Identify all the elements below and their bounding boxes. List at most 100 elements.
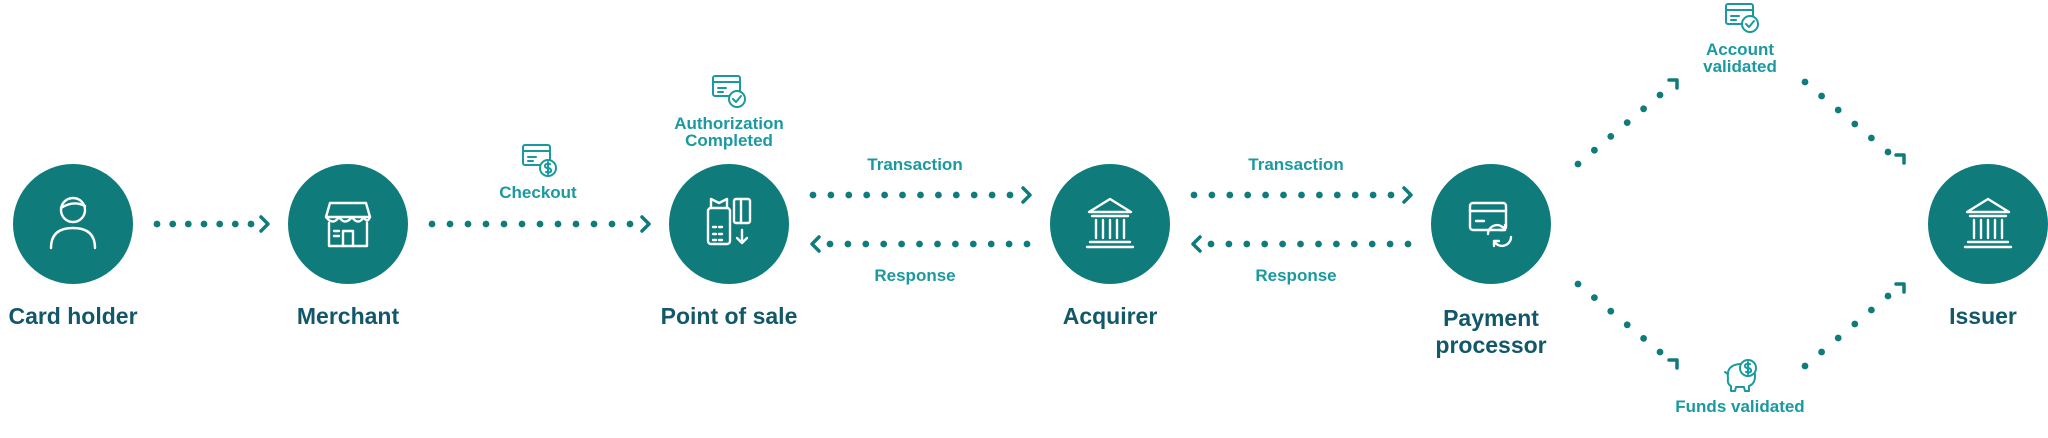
connector-dot bbox=[1801, 362, 1809, 370]
connector-dot bbox=[952, 240, 959, 248]
connector-dot bbox=[464, 220, 472, 228]
card-dollar-icon bbox=[522, 144, 557, 177]
connector-dot bbox=[1262, 191, 1269, 199]
connector-dot bbox=[970, 191, 978, 199]
card-holder-node bbox=[13, 164, 133, 284]
connector-dot bbox=[1369, 191, 1377, 199]
point-of-sale-label: Point of sale bbox=[660, 303, 798, 329]
arrow-head-right bbox=[1021, 186, 1032, 204]
connector-dot bbox=[863, 191, 871, 199]
connector-dot bbox=[1387, 191, 1395, 199]
connector-dot bbox=[969, 240, 977, 248]
connector-dot bbox=[862, 240, 870, 248]
connector-dot bbox=[216, 220, 224, 228]
connector-dot bbox=[153, 220, 161, 228]
arrow-head-right bbox=[640, 215, 651, 233]
arrow-head-left bbox=[1191, 235, 1202, 253]
connector-dot bbox=[1607, 133, 1615, 140]
connector-dot bbox=[1574, 160, 1582, 168]
connector-dot bbox=[1279, 240, 1286, 248]
connector-dot bbox=[608, 220, 616, 228]
transaction-label: Transaction bbox=[867, 155, 963, 174]
connector-dot bbox=[1656, 348, 1664, 356]
card-check-icon bbox=[712, 75, 746, 108]
connector-dot bbox=[881, 191, 888, 199]
dotted-connectors bbox=[153, 78, 1892, 370]
arrow-heads bbox=[259, 78, 1906, 370]
connector-dot bbox=[1656, 91, 1664, 99]
arrow-head-corner bbox=[1894, 282, 1906, 294]
connector-dot bbox=[1884, 292, 1892, 300]
authorization-label-line-1: Authorization bbox=[674, 114, 784, 133]
connector-dot bbox=[880, 240, 888, 248]
connector-dot bbox=[446, 220, 454, 228]
connector-dot bbox=[1207, 240, 1215, 248]
merchant-label: Merchant bbox=[296, 303, 400, 329]
arrow-head-corner bbox=[1667, 358, 1679, 370]
connector-dot bbox=[845, 191, 853, 199]
connector-dot bbox=[809, 191, 817, 199]
connector-dot bbox=[518, 220, 526, 228]
person-icon bbox=[49, 196, 97, 250]
arrow-head-right bbox=[1402, 186, 1413, 204]
connector-dot bbox=[536, 220, 544, 228]
connector-dot bbox=[1834, 334, 1842, 342]
connector-dot bbox=[590, 220, 598, 228]
connector-dot bbox=[1851, 320, 1859, 328]
connector-dot bbox=[1574, 280, 1582, 288]
connector-dot bbox=[1280, 191, 1287, 199]
authorization-label-line-2: Completed bbox=[685, 131, 773, 150]
connector-dot bbox=[231, 220, 239, 228]
connector-dot bbox=[1868, 306, 1875, 314]
connector-dot bbox=[916, 240, 923, 248]
connector-dot bbox=[1404, 240, 1412, 248]
connector-dot bbox=[626, 220, 634, 228]
connector-dot bbox=[554, 220, 562, 228]
arrow-head-corner bbox=[1667, 78, 1679, 90]
connector-dot bbox=[1350, 240, 1358, 248]
acquirer-label: Acquirer bbox=[1062, 303, 1158, 329]
connector-dot bbox=[1351, 191, 1359, 199]
bank-icon bbox=[1963, 197, 2013, 249]
connector-dot bbox=[1244, 191, 1252, 199]
connector-dot bbox=[1190, 191, 1198, 199]
card-check-icon bbox=[1725, 3, 1759, 33]
merchant-node bbox=[288, 164, 408, 284]
connector-dot bbox=[844, 240, 852, 248]
pos-terminal-icon bbox=[706, 197, 752, 246]
connector-dot bbox=[1333, 240, 1340, 248]
connector-dot bbox=[1623, 119, 1631, 126]
connector-dot bbox=[1818, 348, 1825, 356]
checkout-label: Checkout bbox=[499, 183, 577, 202]
arrow-head-right bbox=[259, 215, 270, 233]
connector-dot bbox=[1005, 240, 1013, 248]
bank-icon bbox=[1085, 197, 1135, 249]
connector-dot bbox=[1801, 78, 1809, 86]
arrow-head-corner bbox=[1894, 153, 1906, 165]
connector-dot bbox=[1607, 307, 1615, 315]
connector-dot bbox=[247, 220, 255, 228]
connector-dot bbox=[169, 220, 177, 228]
connector-dot bbox=[572, 220, 580, 228]
connector-dot bbox=[987, 240, 995, 248]
account-validated-label-line-1: Account bbox=[1706, 40, 1774, 59]
connector-dot bbox=[917, 191, 924, 199]
connector-dot bbox=[934, 240, 941, 248]
storefront-icon bbox=[324, 201, 372, 248]
connector-dot bbox=[1386, 240, 1394, 248]
connector-dot bbox=[826, 240, 834, 248]
piggy-bank-icon bbox=[1724, 359, 1757, 392]
connector-dot bbox=[899, 191, 906, 199]
connector-dot bbox=[988, 191, 996, 199]
connector-dot bbox=[1006, 191, 1014, 199]
transaction-label: Transaction bbox=[1248, 155, 1344, 174]
connector-dot bbox=[1884, 148, 1892, 156]
response-label: Response bbox=[874, 266, 956, 285]
connector-dot bbox=[1834, 106, 1842, 114]
connector-dot bbox=[935, 191, 942, 199]
connector-dot bbox=[1333, 191, 1341, 199]
connector-dot bbox=[1226, 191, 1234, 199]
connector-dot bbox=[428, 220, 436, 228]
